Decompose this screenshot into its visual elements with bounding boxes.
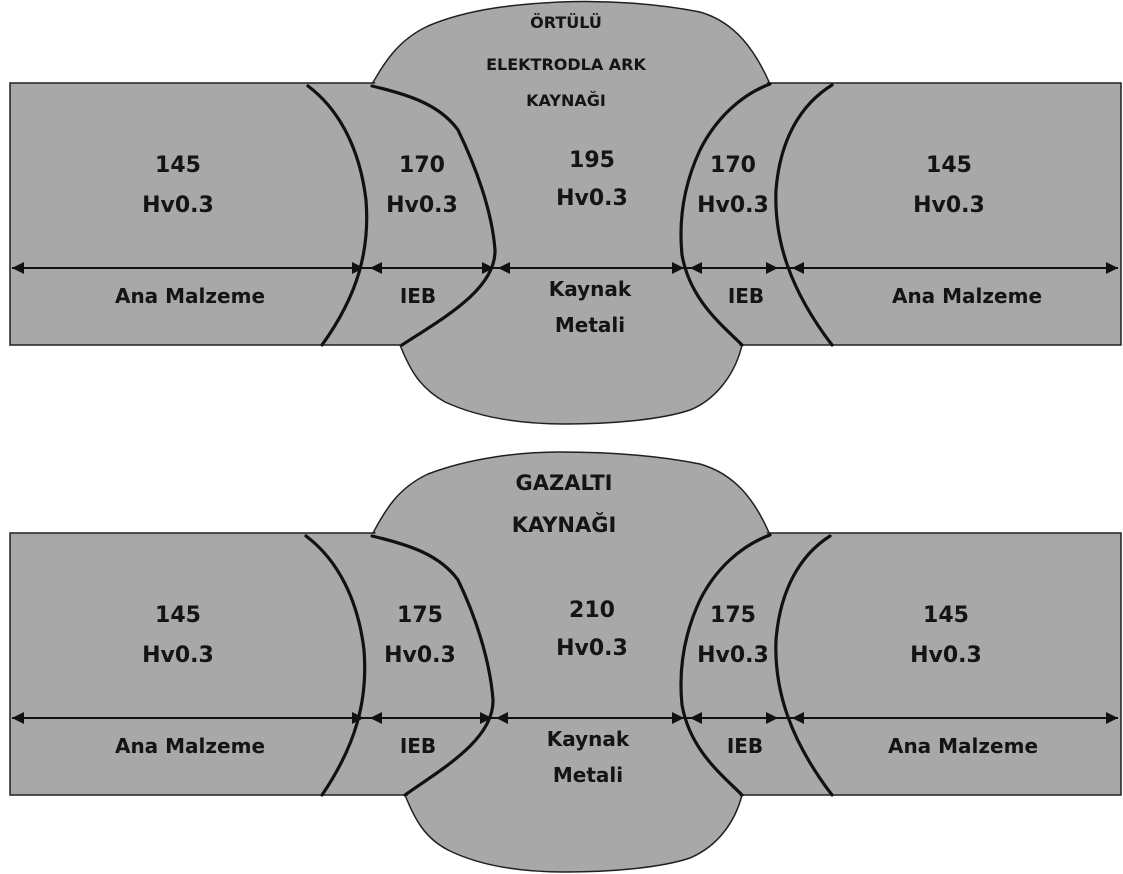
hardness-unit-weld-metal: Hv0.3 — [556, 636, 628, 661]
zone-label-haz-right: IEB — [727, 734, 763, 758]
haz-outer-boundary-left — [304, 534, 367, 797]
base-plate — [9, 532, 1122, 796]
hardness-value-base-right: 145 — [926, 153, 972, 178]
zone-label-haz-right: IEB — [728, 284, 764, 308]
hardness-unit-haz-right: Hv0.3 — [697, 643, 769, 668]
panel-title-line-1: ÖRTÜLÜ — [530, 13, 602, 32]
zone-label-base-left: Ana Malzeme — [115, 284, 265, 308]
fusion-line-left — [370, 534, 495, 797]
zone-label-base-left: Ana Malzeme — [115, 734, 265, 758]
panel-title-line-3: KAYNAĞI — [526, 91, 606, 110]
hardness-unit-weld-metal: Hv0.3 — [556, 186, 628, 211]
fusion-line-right — [679, 533, 772, 797]
panel-title-line-2: KAYNAĞI — [512, 512, 617, 537]
hardness-unit-base-left: Hv0.3 — [142, 193, 214, 218]
haz-outer-boundary-left — [306, 84, 369, 347]
zone-label-base-right: Ana Malzeme — [888, 734, 1038, 758]
haz-outer-boundary-right — [774, 534, 834, 797]
zone-label-weld-line-2: Metali — [555, 313, 625, 337]
hardness-unit-base-right: Hv0.3 — [913, 193, 985, 218]
zone-label-weld-line-1: Kaynak — [549, 277, 632, 301]
base-plate — [9, 82, 1122, 346]
weld-panel-smaw: ÖRTÜLÜ ELEKTRODLA ARK KAYNAĞI 145 Hv0.3 … — [9, 0, 1122, 425]
hardness-value-haz-right: 175 — [710, 603, 756, 628]
zone-label-haz-left: IEB — [400, 734, 436, 758]
hardness-value-haz-left: 170 — [399, 153, 445, 178]
hardness-value-weld-metal: 210 — [569, 598, 615, 623]
hardness-unit-haz-right: Hv0.3 — [697, 193, 769, 218]
panel-title-line-2: ELEKTRODLA ARK — [486, 55, 646, 74]
hardness-value-weld-metal: 195 — [569, 148, 615, 173]
hardness-unit-base-right: Hv0.3 — [910, 643, 982, 668]
panel-title-line-1: GAZALTI — [515, 471, 612, 495]
weld-panel-gmaw: GAZALTI KAYNAĞI 145 Hv0.3 175 Hv0.3 210 … — [9, 451, 1122, 873]
hardness-value-haz-right: 170 — [710, 153, 756, 178]
zone-label-weld-line-1: Kaynak — [547, 727, 630, 751]
hardness-value-haz-left: 175 — [397, 603, 443, 628]
hardness-value-base-left: 145 — [155, 153, 201, 178]
fusion-line-left — [370, 84, 497, 347]
zone-label-haz-left: IEB — [400, 284, 436, 308]
hardness-unit-haz-left: Hv0.3 — [386, 193, 458, 218]
fusion-line-right — [679, 82, 772, 347]
haz-outer-boundary-right — [774, 83, 834, 347]
hardness-value-base-left: 145 — [155, 603, 201, 628]
zone-label-weld-line-2: Metali — [553, 763, 623, 787]
hardness-unit-haz-left: Hv0.3 — [384, 643, 456, 668]
zone-label-base-right: Ana Malzeme — [892, 284, 1042, 308]
hardness-value-base-right: 145 — [923, 603, 969, 628]
hardness-unit-base-left: Hv0.3 — [142, 643, 214, 668]
